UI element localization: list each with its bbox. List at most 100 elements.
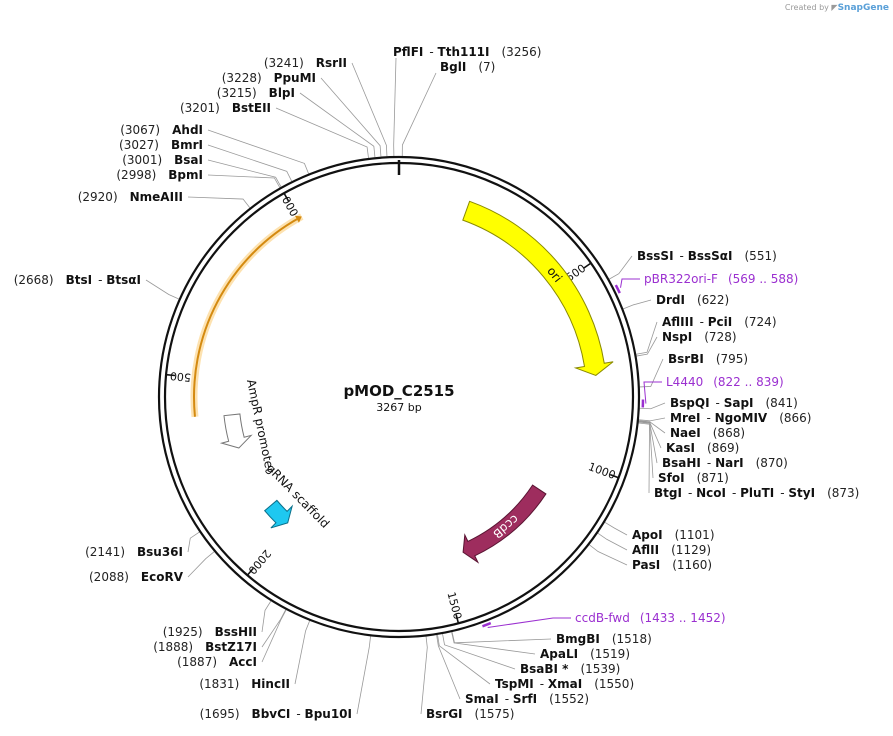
primer-label[interactable]: ccdB-fwd(1433 .. 1452): [575, 611, 726, 625]
tick-mark: [583, 262, 592, 269]
site-name: Bsu36I: [137, 545, 183, 559]
site-label[interactable]: BsrGI(1575): [426, 707, 514, 721]
site-position: (841): [766, 396, 798, 410]
site-label[interactable]: (3228) PpuMI: [222, 71, 316, 85]
site-name: BsaBI *: [520, 662, 569, 676]
site-leader-line: [597, 532, 628, 551]
site-position: (2141): [85, 545, 125, 559]
site-name: NgoMIV: [715, 411, 768, 425]
site-position: (1831): [199, 677, 239, 691]
primer-mark[interactable]: [482, 621, 492, 628]
site-leader-line: [187, 196, 251, 208]
site-label[interactable]: (1925)BssHII: [163, 625, 257, 639]
site-label[interactable]: (2998)BpmI: [116, 168, 203, 182]
snapgene-credit: Created by ◤SnapGene: [785, 3, 889, 13]
site-label[interactable]: (2088)EcoRV: [89, 570, 184, 584]
site-label[interactable]: BtgI- NcoI- PluTI- StyI(873): [654, 486, 859, 500]
site-leader-line: [639, 358, 664, 388]
site-label[interactable]: AflIII- PciI(724): [662, 315, 777, 329]
site-label[interactable]: SmaI- SrfI(1552): [465, 692, 589, 706]
site-position: (622): [697, 293, 729, 307]
site-position: (724): [744, 315, 776, 329]
site-leader-line: [401, 72, 437, 157]
site-label[interactable]: (1831) HincII: [199, 677, 290, 691]
site-label[interactable]: NaeI(868): [670, 426, 745, 440]
site-leader-line: [451, 632, 536, 655]
snapgene-logo-icon: ◤: [831, 3, 838, 12]
site-label[interactable]: TspMI- XmaI(1550): [495, 677, 634, 691]
site-label[interactable]: BssSI- BssSαI(551): [637, 249, 777, 263]
site-position: (2088): [89, 570, 129, 584]
site-label[interactable]: (3201)BstEII: [180, 101, 271, 115]
site-label[interactable]: ApoI(1101): [632, 528, 715, 542]
site-label[interactable]: MreI- NgoMIV(866): [670, 411, 811, 425]
site-label[interactable]: (3027)BmrI: [119, 138, 203, 152]
site-label[interactable]: (3001)BsaI: [122, 153, 203, 167]
site-position: (1925): [163, 625, 203, 639]
tick-mark: [283, 192, 290, 202]
feature-ampr-promoter-arrow[interactable]: [219, 413, 253, 449]
site-label[interactable]: (2668)BtsI- BtsαI: [14, 273, 141, 287]
site-position: (3067): [120, 123, 160, 137]
site-label[interactable]: BglI(7): [440, 60, 495, 74]
site-leader-line: [207, 129, 309, 174]
site-name: NmeAIII: [130, 190, 183, 204]
site-name: SfoI: [658, 471, 685, 485]
site-name: HincII: [251, 677, 290, 691]
site-label[interactable]: KasI(869): [666, 441, 739, 455]
site-label[interactable]: (3215)BlpI: [217, 86, 295, 100]
site-label[interactable]: BspQI- SapI(841): [670, 396, 798, 410]
site-name: BtsαI: [106, 273, 141, 287]
site-label[interactable]: (3241)RsrII: [264, 56, 347, 70]
site-name: BstEII: [232, 101, 271, 115]
site-label[interactable]: BsaHI- NarI(870): [662, 456, 788, 470]
feature-ccdb-arrow[interactable]: [462, 484, 547, 564]
site-leader-line: [351, 62, 388, 157]
site-position: (3228): [222, 71, 262, 85]
tick-mark: [609, 473, 619, 479]
site-label[interactable]: BsaBI *(1539): [520, 662, 620, 676]
site-label[interactable]: BmgBI(1518): [556, 632, 652, 646]
site-position: (1160): [672, 558, 712, 572]
site-leader-line: [442, 633, 516, 670]
feature-grna-arrow[interactable]: [263, 499, 294, 529]
primer-label[interactable]: pBR322ori-F(569 .. 588): [644, 272, 798, 286]
primer-label[interactable]: L4440(822 .. 839): [666, 375, 784, 389]
site-leader-line: [623, 299, 652, 310]
site-label[interactable]: NspI(728): [662, 330, 737, 344]
site-label[interactable]: PflFI- Tth111I(3256): [393, 45, 541, 59]
site-label[interactable]: PasI(1160): [632, 558, 712, 572]
plasmid-length: 3267 bp: [376, 401, 421, 414]
site-label[interactable]: (1887)AccI: [177, 655, 257, 669]
site-label[interactable]: (1695)BbvCI- Bpu10I: [200, 707, 352, 721]
plasmid-backbone: [157, 155, 641, 639]
tick-label: 1000: [587, 460, 618, 482]
site-label[interactable]: ApaLI(1519): [540, 647, 630, 661]
site-label[interactable]: (1888)BstZ17I: [153, 640, 257, 654]
site-position: (2920): [78, 190, 118, 204]
site-label[interactable]: (3067)AhdI: [120, 123, 203, 137]
site-leader-line: [207, 144, 293, 182]
primer-mark[interactable]: [614, 284, 621, 294]
site-name: StyI: [788, 486, 815, 500]
site-label[interactable]: BsrBI(795): [668, 352, 748, 366]
site-label[interactable]: DrdI(622): [656, 293, 729, 307]
site-position: (2668): [14, 273, 54, 287]
site-position: (551): [745, 249, 777, 263]
site-label[interactable]: AflII(1129): [632, 543, 711, 557]
site-name: PpuMI: [274, 71, 316, 85]
site-label[interactable]: SfoI(871): [658, 471, 729, 485]
site-name: BssSI: [637, 249, 674, 263]
primer-range: (569 .. 588): [728, 272, 798, 286]
feature-ori-arrow[interactable]: [462, 200, 614, 376]
site-name: BsrGI: [426, 707, 463, 721]
site-name: NarI: [715, 456, 744, 470]
site-leader-line: [638, 420, 662, 449]
tick-mark: [455, 614, 460, 624]
tick-mark: [165, 373, 176, 377]
site-position: (1129): [671, 543, 711, 557]
site-leader-line: [299, 92, 376, 158]
site-label[interactable]: (2141) Bsu36I: [85, 545, 183, 559]
site-position: (1887): [177, 655, 217, 669]
site-label[interactable]: (2920) NmeAIII: [78, 190, 183, 204]
